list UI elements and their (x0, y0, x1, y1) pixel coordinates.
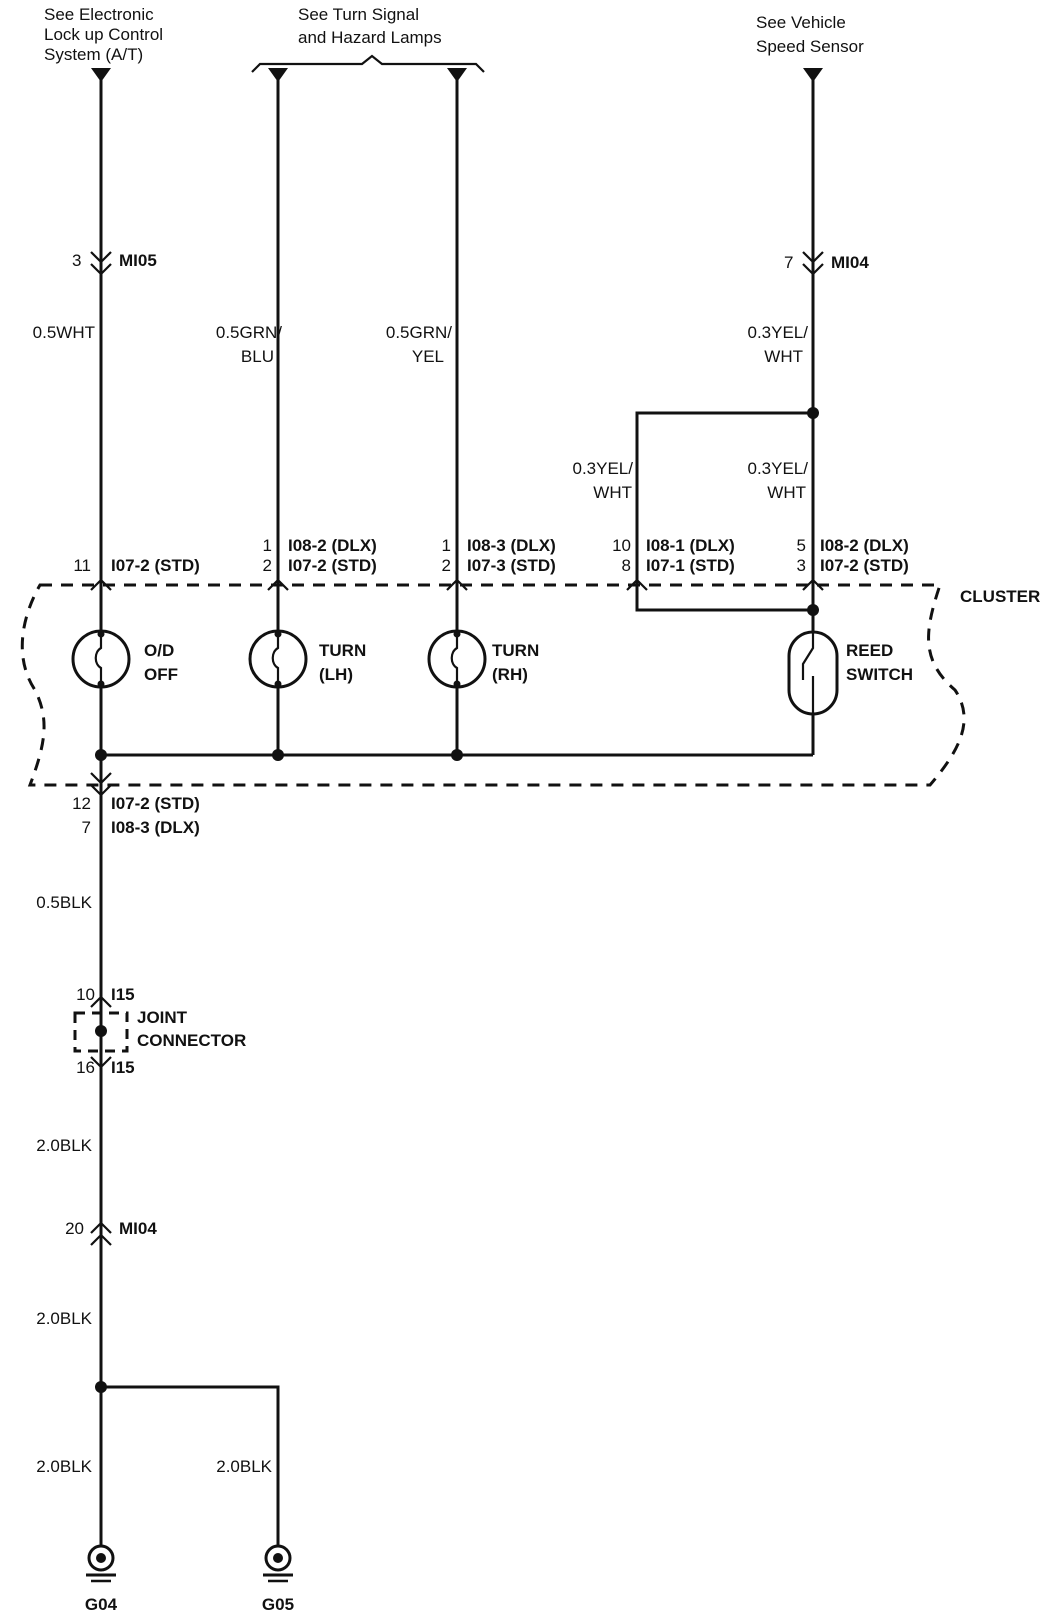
turn-rh-lamp (427, 629, 487, 689)
wire-label-w6b: WHT (767, 483, 806, 502)
ground-g04-icon (86, 1544, 116, 1583)
ref-arrow-turn-lh (268, 68, 288, 82)
ref-elc-line3: System (A/T) (44, 45, 143, 64)
ref-arrow-elc (91, 68, 111, 82)
wire-reed-branch (635, 411, 813, 612)
ground-g05-icon (263, 1544, 293, 1583)
turn-lh-lamp (248, 629, 308, 689)
ref-elc-line2: Lock up Control (44, 25, 163, 44)
rh-label-2: (RH) (492, 665, 528, 684)
od-label-2: OFF (144, 665, 178, 684)
gnd-conn2: I08-3 (DLX) (111, 818, 200, 837)
ref-arrow-turn-rh (447, 68, 467, 82)
wire-label-w11: 2.0BLK (216, 1457, 272, 1476)
lh-label-1: TURN (319, 641, 366, 660)
cluster-boundary (20, 583, 966, 787)
joint-bot-label: I15 (111, 1058, 135, 1077)
ref-turn-line2: and Hazard Lamps (298, 28, 442, 47)
wire-label-w5b: WHT (593, 483, 632, 502)
joint-bot-pin: 16 (76, 1058, 95, 1077)
rh-label-1: TURN (492, 641, 539, 660)
od-off-lamp (71, 629, 131, 689)
wire-label-w2a: 0.5GRN/ (216, 323, 282, 342)
wire-label-w2b: BLU (241, 347, 274, 366)
rh-pin1: 1 (442, 536, 451, 555)
ref-arrow-vss (803, 68, 823, 82)
wire-label-w5a: 0.3YEL/ (573, 459, 634, 478)
ref-elc-line1: See Electronic (44, 5, 154, 24)
rh-filament-icon (450, 637, 459, 681)
splice-bus-rh (451, 749, 463, 761)
od-filament-icon (94, 637, 103, 681)
splice-bus-lh (272, 749, 284, 761)
r1-pin1: 10 (612, 536, 631, 555)
wire-label-w3b: YEL (412, 347, 444, 366)
joint-label-1: JOINT (137, 1008, 188, 1027)
splice-bus-od (95, 749, 107, 761)
wire-label-w9: 2.0BLK (36, 1309, 92, 1328)
cluster-label: CLUSTER (960, 587, 1040, 606)
r2-pin1: 5 (797, 536, 806, 555)
rh-pin2: 2 (442, 556, 451, 575)
wire-label-w3a: 0.5GRN/ (386, 323, 452, 342)
lh-label-2: (LH) (319, 665, 353, 684)
reed-label-1: REED (846, 641, 893, 660)
wire-label-w4b: WHT (764, 347, 803, 366)
ref-turn-line1: See Turn Signal (298, 5, 419, 24)
splice-vss (807, 407, 819, 419)
od-pin: 11 (73, 556, 91, 575)
r1-pin2: 8 (622, 556, 631, 575)
mi04-top-label: MI04 (831, 253, 869, 272)
joint-top-label: I15 (111, 985, 135, 1004)
r2-pin2: 3 (797, 556, 806, 575)
wire-label-w1: 0.5WHT (33, 323, 95, 342)
splice-ground (95, 1381, 107, 1393)
ref-vss-line1: See Vehicle (756, 13, 846, 32)
connector-mi05 (90, 251, 112, 276)
wire-g05-branch (101, 1385, 280, 1545)
mi05-pin: 3 (72, 251, 81, 270)
wire-label-w4a: 0.3YEL/ (748, 323, 809, 342)
rh-conn2: I07-3 (STD) (467, 556, 556, 575)
gnd-pin1: 12 (72, 794, 91, 813)
connector-mi04-top (802, 251, 824, 276)
lh-conn1: I08-2 (DLX) (288, 536, 377, 555)
joint-connector (73, 995, 129, 1069)
lh-conn2: I07-2 (STD) (288, 556, 377, 575)
ground-g05-label: G05 (262, 1595, 294, 1614)
od-conn: I07-2 (STD) (111, 556, 200, 575)
joint-label-2: CONNECTOR (137, 1031, 246, 1050)
joint-top-pin: 10 (76, 985, 95, 1004)
mi04-bot-label: MI04 (119, 1219, 157, 1238)
wire-label-w10: 2.0BLK (36, 1457, 92, 1476)
rh-conn1: I08-3 (DLX) (467, 536, 556, 555)
splice-reed-top (807, 604, 819, 616)
mi04-top-pin: 7 (784, 253, 793, 272)
r2-conn1: I08-2 (DLX) (820, 536, 909, 555)
wire-label-w8: 2.0BLK (36, 1136, 92, 1155)
lh-pin1: 1 (263, 536, 272, 555)
cluster-connector-chevrons (90, 578, 824, 591)
connector-mi04-bottom (90, 1221, 112, 1246)
r2-conn2: I07-2 (STD) (820, 556, 909, 575)
ground-g04-label: G04 (85, 1595, 118, 1614)
od-label-1: O/D (144, 641, 174, 660)
r1-conn1: I08-1 (DLX) (646, 536, 735, 555)
wire-label-w6a: 0.3YEL/ (748, 459, 809, 478)
mi05-label: MI05 (119, 251, 157, 270)
reed-switch (787, 616, 839, 755)
turn-ref-brace (251, 54, 485, 73)
reed-label-2: SWITCH (846, 665, 913, 684)
gnd-pin2: 7 (82, 818, 91, 837)
ref-vss-line2: Speed Sensor (756, 37, 864, 56)
reed-contact-icon (801, 616, 815, 755)
gnd-conn1: I07-2 (STD) (111, 794, 200, 813)
mi04-bot-pin: 20 (65, 1219, 84, 1238)
lh-pin2: 2 (263, 556, 272, 575)
r1-conn2: I07-1 (STD) (646, 556, 735, 575)
lh-filament-icon (271, 637, 280, 681)
wire-label-w7: 0.5BLK (36, 893, 92, 912)
connector-cluster-ground (90, 772, 112, 797)
